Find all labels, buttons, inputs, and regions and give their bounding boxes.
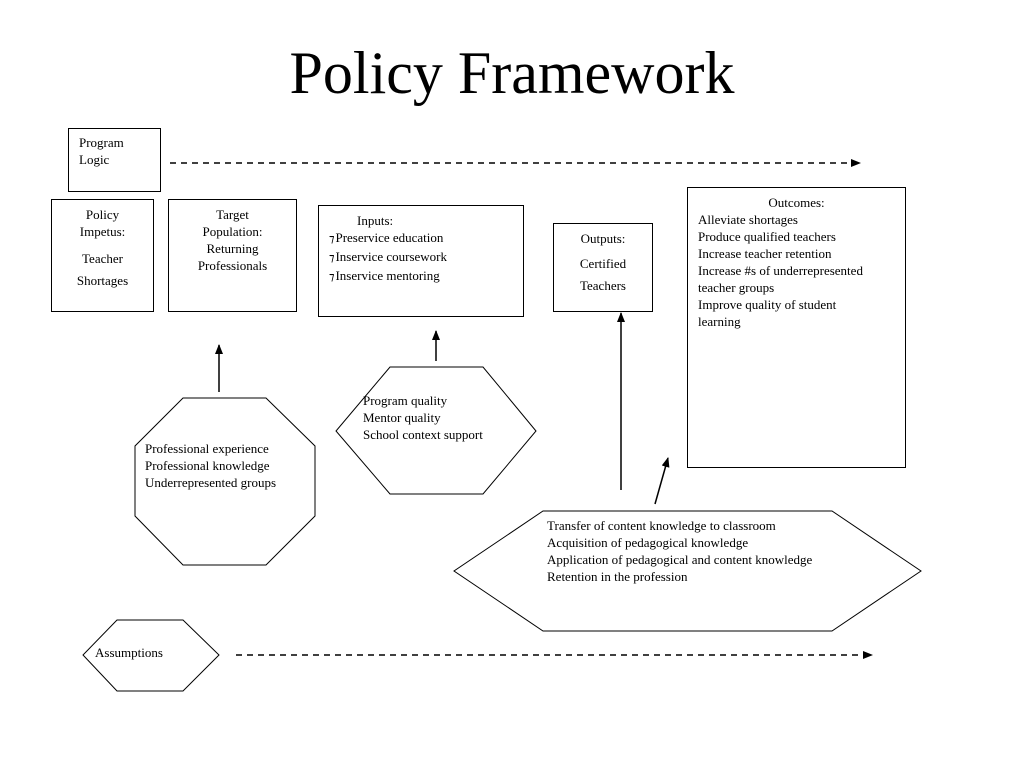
transfer-item: Application of pedagogical and content k… xyxy=(547,552,813,567)
arrow-bullet-icon: ⁊ xyxy=(329,271,335,283)
policy-impetus-value-2: Shortages xyxy=(76,273,129,288)
octagon-item: Underrepresented groups xyxy=(145,475,277,490)
program-logic-label-2: Logic xyxy=(79,152,110,167)
target-population-line-2: Population: xyxy=(202,224,263,239)
arrow-bullet-icon: ⁊ xyxy=(329,233,335,245)
octagon-item: Professional knowledge xyxy=(145,458,270,473)
transfer-to-outcomes-arrow xyxy=(654,457,670,505)
octagon-item: Professional experience xyxy=(145,441,269,456)
outputs-heading: Outputs: xyxy=(580,231,626,246)
policy-impetus-value-1: Teacher xyxy=(82,251,123,266)
outcomes-item: learning xyxy=(698,314,741,329)
outcomes-heading: Outcomes: xyxy=(768,195,825,210)
quality-item: School context support xyxy=(363,427,483,442)
program-logic-label-1: Program xyxy=(79,135,124,150)
program-logic-box: Program Logic xyxy=(68,128,161,192)
quality-hexagon xyxy=(335,366,537,495)
outcomes-item: Produce qualified teachers xyxy=(698,229,836,244)
transfer-item: Retention in the profession xyxy=(547,569,688,584)
quality-hexagon-text: Program quality Mentor quality School co… xyxy=(363,392,483,443)
inputs-item-text: Inservice coursework xyxy=(335,249,448,264)
quality-item: Program quality xyxy=(363,393,448,408)
inputs-item: ⁊Preservice education xyxy=(329,229,523,248)
outputs-value-1: Certified xyxy=(579,256,627,271)
inputs-item: ⁊Inservice coursework xyxy=(329,248,523,267)
target-population-line-4: Professionals xyxy=(197,258,268,273)
arrow-bullet-icon: ⁊ xyxy=(329,252,335,264)
target-population-box: Target Population: Returning Professiona… xyxy=(168,199,297,312)
outcomes-item: Alleviate shortages xyxy=(698,212,798,227)
outcomes-box: Outcomes: Alleviate shortages Produce qu… xyxy=(687,187,906,468)
quality-item: Mentor quality xyxy=(363,410,441,425)
transfer-hexagon xyxy=(453,510,922,632)
outputs-value-2: Teachers xyxy=(579,278,626,293)
inputs-box: Inputs: ⁊Preservice education ⁊Inservice… xyxy=(318,205,524,317)
policy-impetus-heading-1: Policy xyxy=(85,207,120,222)
inputs-heading: Inputs: xyxy=(357,213,394,228)
assumptions-label: Assumptions xyxy=(95,645,163,660)
target-population-line-1: Target xyxy=(216,207,249,222)
inputs-item-text: Inservice mentoring xyxy=(335,268,440,283)
octagon-text: Professional experience Professional kno… xyxy=(145,440,276,491)
transfer-item: Transfer of content knowledge to classro… xyxy=(547,518,776,533)
policy-impetus-box: Policy Impetus: Teacher Shortages xyxy=(51,199,154,312)
assumptions-hexagon xyxy=(82,619,220,692)
page-title: Policy Framework xyxy=(289,40,735,106)
outcomes-item: Increase teacher retention xyxy=(698,246,832,261)
policy-impetus-heading-2: Impetus: xyxy=(79,224,126,239)
transfer-hexagon-text: Transfer of content knowledge to classro… xyxy=(547,517,812,585)
outcomes-item: Increase #s of underrepresented xyxy=(698,263,863,278)
assumption-octagon xyxy=(134,397,316,566)
outputs-box: Outputs: Certified Teachers xyxy=(553,223,653,312)
inputs-item: ⁊Inservice mentoring xyxy=(329,267,523,286)
outcomes-item: teacher groups xyxy=(698,280,775,295)
inputs-item-text: Preservice education xyxy=(335,230,444,245)
target-population-line-3: Returning xyxy=(206,241,259,256)
outcomes-item: Improve quality of student xyxy=(698,297,837,312)
transfer-item: Acquisition of pedagogical knowledge xyxy=(547,535,749,550)
